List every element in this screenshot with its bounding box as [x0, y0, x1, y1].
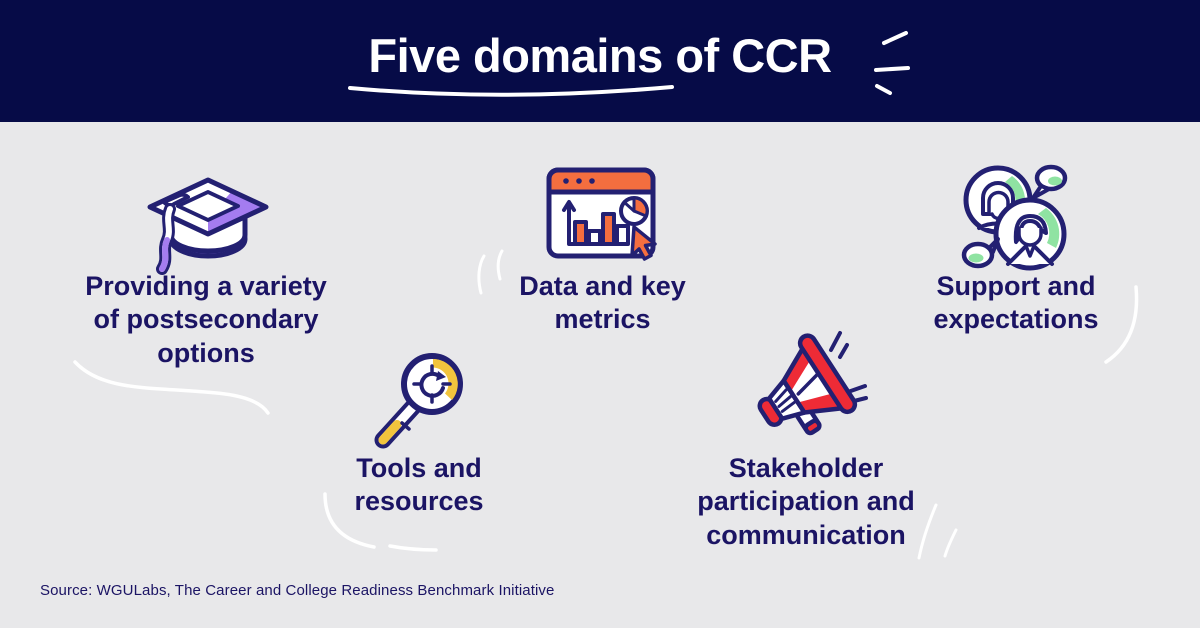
people-conversation-icon	[961, 164, 1068, 271]
domain-label: Support and expectations	[933, 271, 1099, 335]
domain-label: Providing a variety of postsecondary opt…	[85, 271, 327, 368]
dashboard-chart-icon	[546, 167, 657, 261]
domain-item-support: Support and expectations	[900, 158, 1132, 334]
domain-label: Stakeholder participation and communicat…	[697, 453, 915, 550]
accent-tick	[477, 254, 486, 295]
magnifier-gear-icon	[374, 353, 463, 449]
domain-item-stakeholder: Stakeholder participation and communicat…	[683, 328, 929, 550]
accent-tick	[943, 528, 958, 558]
source-note: Source: WGULabs, The Career and College …	[40, 582, 555, 599]
domain-item-postsecondary: Providing a variety of postsecondary opt…	[70, 155, 342, 368]
swirl-line	[388, 544, 438, 552]
graduation-cap-icon	[147, 177, 268, 275]
domain-label: Tools and resources	[354, 453, 484, 517]
header-band: Five domains of CCR	[0, 0, 1200, 122]
domain-item-data: Data and key metrics	[495, 165, 710, 334]
domain-label: Data and key metrics	[519, 271, 686, 335]
page-title: Five domains of CCR	[368, 29, 832, 82]
domain-item-tools: Tools and resources	[338, 346, 500, 516]
megaphone-icon	[757, 331, 868, 436]
